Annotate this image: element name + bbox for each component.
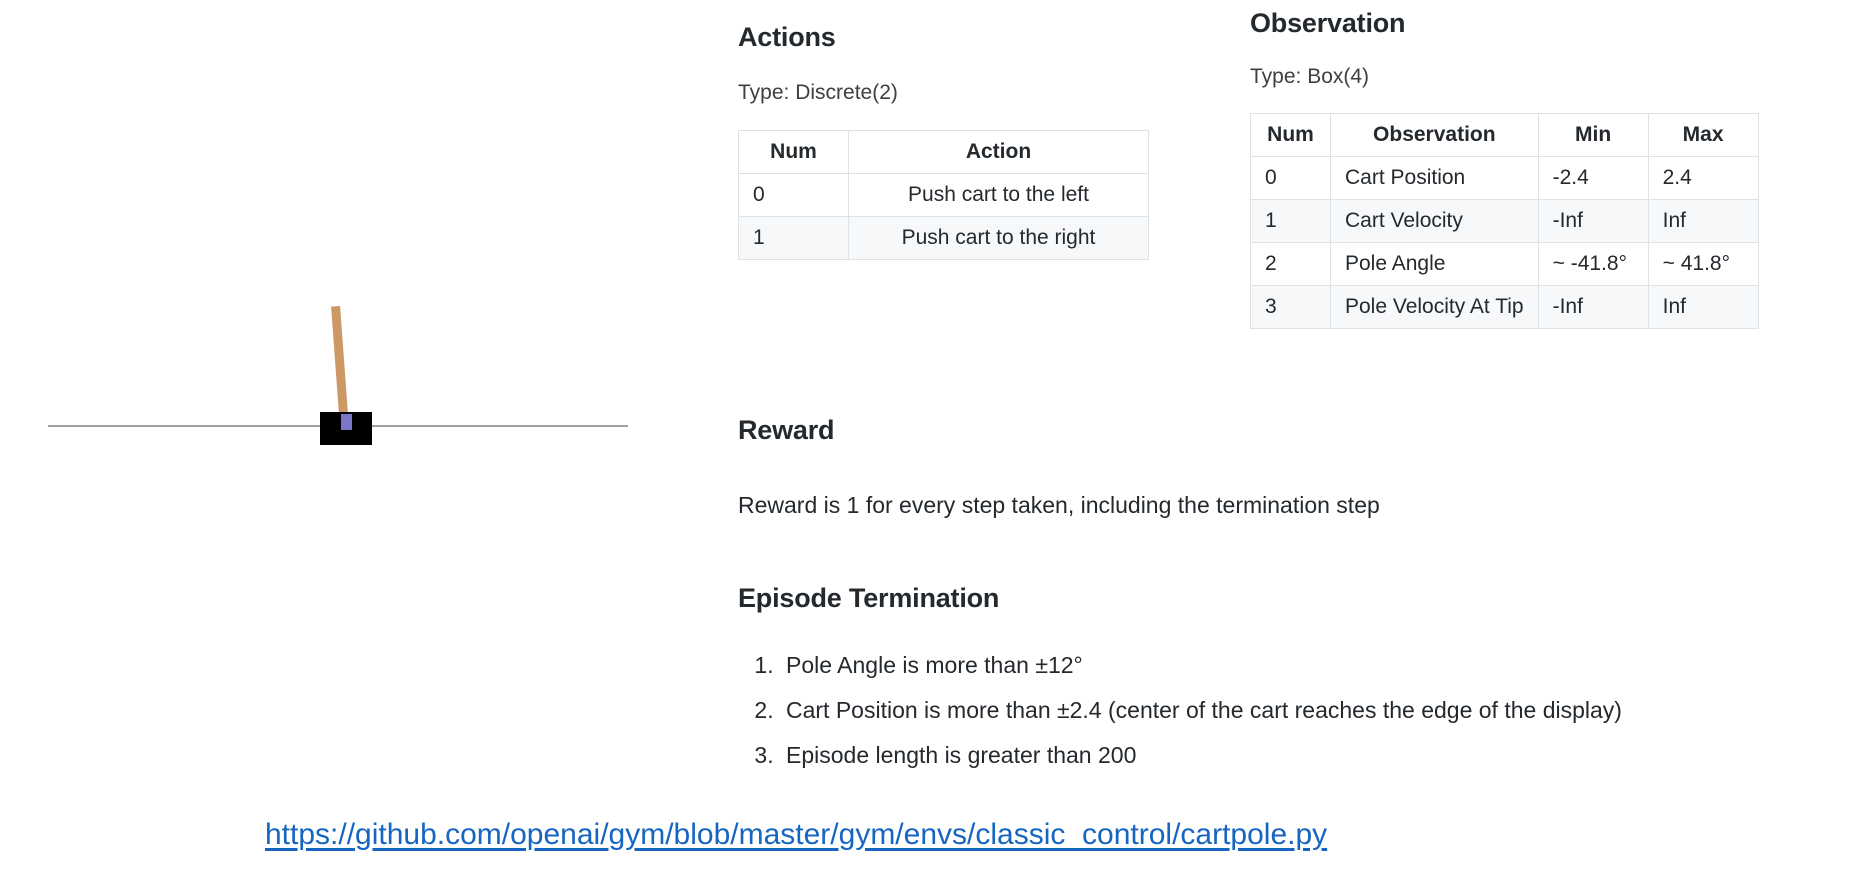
- list-item: Episode length is greater than 200: [780, 742, 1622, 769]
- actions-heading: Actions: [738, 22, 836, 52]
- table-header-row: Num Action: [738, 130, 1149, 174]
- actions-cell-num: 1: [738, 216, 849, 260]
- cartpole-figure: [0, 0, 700, 800]
- observation-cell-min: -Inf: [1537, 199, 1649, 243]
- table-row: 0 Cart Position -2.4 2.4: [1250, 156, 1759, 200]
- observation-heading: Observation: [1250, 8, 1406, 38]
- observation-cell-observation: Pole Angle: [1330, 242, 1539, 286]
- list-item: Cart Position is more than ±2.4 (center …: [780, 697, 1622, 724]
- actions-cell-action: Push cart to the left: [848, 173, 1149, 217]
- observation-cell-observation: Cart Position: [1330, 156, 1539, 200]
- observation-header-observation: Observation: [1330, 113, 1539, 157]
- termination-heading: Episode Termination: [738, 583, 1000, 613]
- termination-list: Pole Angle is more than ±12° Cart Positi…: [738, 652, 1622, 769]
- observation-cell-min: -2.4: [1537, 156, 1649, 200]
- observation-cell-num: 0: [1250, 156, 1331, 200]
- observation-header-max: Max: [1647, 113, 1759, 157]
- observation-cell-max: Inf: [1647, 199, 1759, 243]
- observation-cell-max: ~ 41.8°: [1647, 242, 1759, 286]
- termination-section: Episode Termination Pole Angle is more t…: [738, 583, 1622, 787]
- actions-header-action: Action: [848, 130, 1149, 174]
- observation-type-label: Type: Box(4): [1250, 65, 1370, 88]
- observation-cell-max: 2.4: [1647, 156, 1759, 200]
- observation-section: Observation Type: Box(4) Num Observation…: [1250, 8, 1759, 329]
- actions-table: Num Action 0 Push cart to the left 1 Pus…: [738, 130, 1149, 260]
- table-row: 1 Push cart to the right: [738, 216, 1149, 260]
- observation-cell-observation: Cart Velocity: [1330, 199, 1539, 243]
- observation-cell-num: 2: [1250, 242, 1331, 286]
- cartpole-axle: [341, 414, 352, 430]
- table-header-row: Num Observation Min Max: [1250, 113, 1759, 157]
- reward-text: Reward is 1 for every step taken, includ…: [738, 492, 1380, 518]
- cartpole-pole: [331, 305, 349, 429]
- observation-header-min: Min: [1537, 113, 1649, 157]
- actions-header-num: Num: [738, 130, 849, 174]
- observation-cell-min: ~ -41.8°: [1537, 242, 1649, 286]
- observation-cell-min: -Inf: [1537, 285, 1649, 329]
- source-url-link[interactable]: https://github.com/openai/gym/blob/maste…: [265, 818, 1328, 851]
- list-item: Pole Angle is more than ±12°: [780, 652, 1622, 679]
- observation-cell-max: Inf: [1647, 285, 1759, 329]
- actions-cell-num: 0: [738, 173, 849, 217]
- table-row: 0 Push cart to the left: [738, 173, 1149, 217]
- observation-cell-observation: Pole Velocity At Tip: [1330, 285, 1539, 329]
- observation-cell-num: 3: [1250, 285, 1331, 329]
- table-row: 1 Cart Velocity -Inf Inf: [1250, 199, 1759, 243]
- table-row: 3 Pole Velocity At Tip -Inf Inf: [1250, 285, 1759, 329]
- reward-heading: Reward: [738, 415, 835, 445]
- actions-type-label: Type: Discrete(2): [738, 81, 898, 104]
- table-row: 2 Pole Angle ~ -41.8° ~ 41.8°: [1250, 242, 1759, 286]
- source-link-container: https://github.com/openai/gym/blob/maste…: [265, 818, 1327, 852]
- reward-section: Reward Reward is 1 for every step taken,…: [738, 415, 1380, 519]
- observation-table: Num Observation Min Max 0 Cart Position …: [1250, 113, 1759, 329]
- observation-header-num: Num: [1250, 113, 1331, 157]
- actions-cell-action: Push cart to the right: [848, 216, 1149, 260]
- actions-section: Actions Type: Discrete(2) Num Action 0 P…: [738, 22, 1149, 260]
- observation-cell-num: 1: [1250, 199, 1331, 243]
